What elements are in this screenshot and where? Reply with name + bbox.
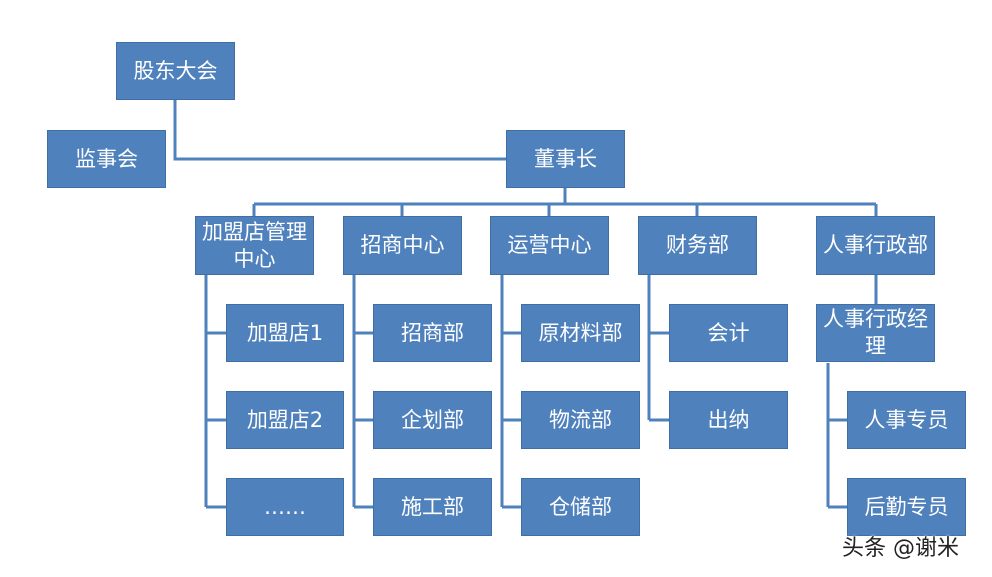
node-hr-specialist: 人事专员 bbox=[847, 391, 966, 449]
node-investment-center: 招商中心 bbox=[343, 216, 462, 275]
node-construction-dept: 施工部 bbox=[373, 478, 492, 536]
node-hr-admin-manager: 人事行政经理 bbox=[816, 304, 935, 362]
node-franchise-store-1: 加盟店1 bbox=[226, 304, 344, 362]
node-supervisory-board: 监事会 bbox=[47, 130, 166, 188]
node-accounting: 会计 bbox=[669, 304, 788, 362]
node-logistics-specialist: 后勤专员 bbox=[847, 478, 966, 536]
node-operations-center: 运营中心 bbox=[490, 216, 609, 275]
node-raw-materials-dept: 原材料部 bbox=[521, 304, 640, 362]
node-franchise-management-center: 加盟店管理中心 bbox=[195, 216, 314, 275]
node-warehouse-dept: 仓储部 bbox=[521, 478, 640, 536]
node-finance-department: 财务部 bbox=[638, 216, 757, 275]
node-investment-dept: 招商部 bbox=[373, 304, 492, 362]
node-logistics-dept: 物流部 bbox=[521, 391, 640, 449]
node-cashier: 出纳 bbox=[669, 391, 788, 449]
watermark-text: 头条 @谢米 bbox=[842, 536, 959, 561]
node-shareholders-meeting: 股东大会 bbox=[116, 42, 235, 100]
connector-root-chairman bbox=[173, 100, 506, 161]
node-chairman: 董事长 bbox=[506, 130, 625, 188]
node-franchise-store-more: …… bbox=[226, 478, 344, 536]
node-hr-admin-department: 人事行政部 bbox=[816, 216, 935, 275]
node-franchise-store-2: 加盟店2 bbox=[226, 391, 344, 449]
node-planning-dept: 企划部 bbox=[373, 391, 492, 449]
